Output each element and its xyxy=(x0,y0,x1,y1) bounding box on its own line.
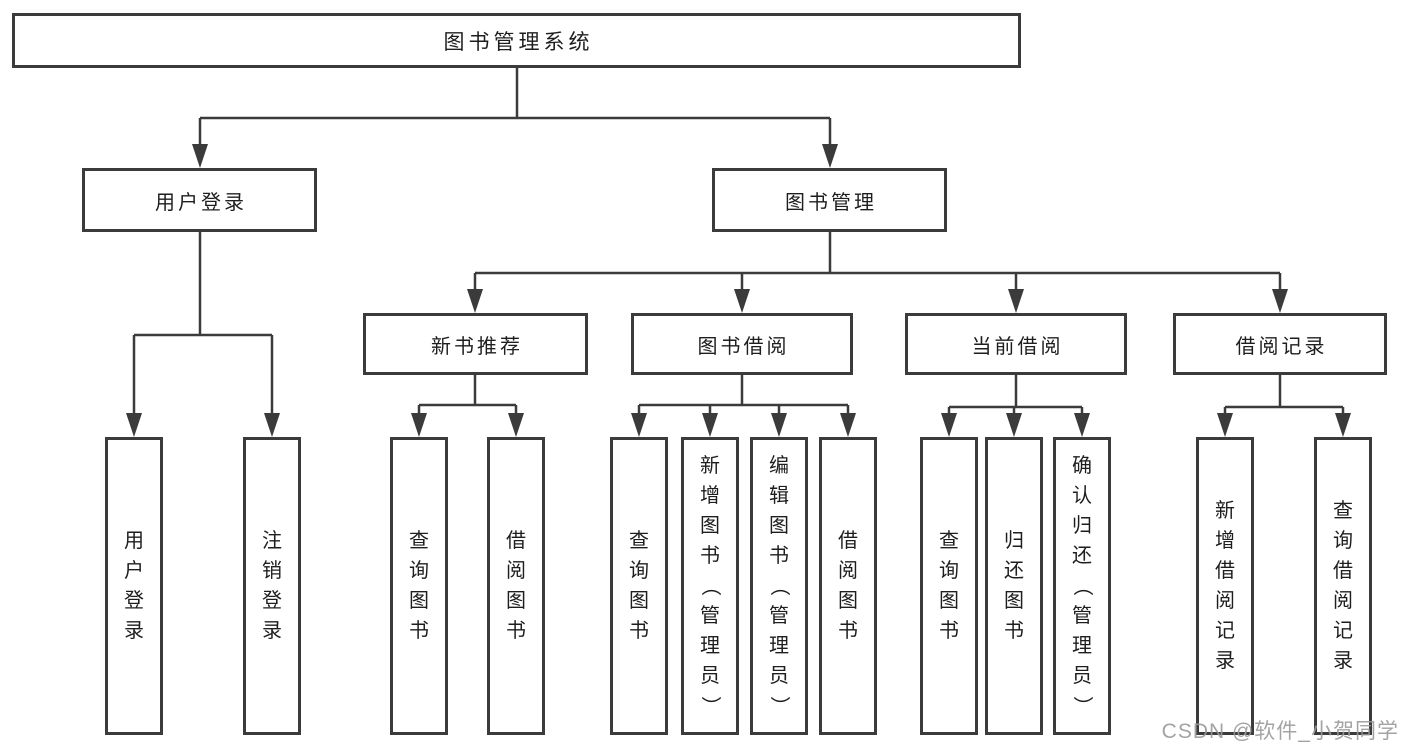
node-leaf-add-books-admin: 新增图书（管理员） xyxy=(681,437,739,735)
node-leaf-query-books-2: 查询图书 xyxy=(610,437,668,735)
node-leaf-query-books-1: 查询图书 xyxy=(390,437,448,735)
node-leaf-add-borrow-record: 新增借阅记录 xyxy=(1196,437,1254,735)
node-leaf-confirm-return-admin: 确认归还（管理员） xyxy=(1053,437,1111,735)
node-leaf-edit-books-admin: 编辑图书（管理员） xyxy=(750,437,808,735)
node-new-book-recommendation: 新书推荐 xyxy=(363,313,588,375)
node-leaf-logout: 注销登录 xyxy=(243,437,301,735)
node-leaf-query-books-3: 查询图书 xyxy=(920,437,978,735)
node-leaf-borrow-books-1: 借阅图书 xyxy=(487,437,545,735)
node-leaf-return-books: 归还图书 xyxy=(985,437,1043,735)
node-leaf-user-login: 用户登录 xyxy=(105,437,163,735)
node-user-login: 用户登录 xyxy=(82,168,317,232)
node-leaf-query-borrow-record: 查询借阅记录 xyxy=(1314,437,1372,735)
csdn-watermark: CSDN @软件_小贺同学 xyxy=(1161,720,1399,743)
node-book-borrowing: 图书借阅 xyxy=(631,313,853,375)
node-book-management: 图书管理 xyxy=(712,168,947,232)
node-library-management-system: 图书管理系统 xyxy=(12,13,1021,68)
node-current-borrowing: 当前借阅 xyxy=(905,313,1127,375)
node-leaf-borrow-books-2: 借阅图书 xyxy=(819,437,877,735)
node-borrowing-records: 借阅记录 xyxy=(1173,313,1387,375)
